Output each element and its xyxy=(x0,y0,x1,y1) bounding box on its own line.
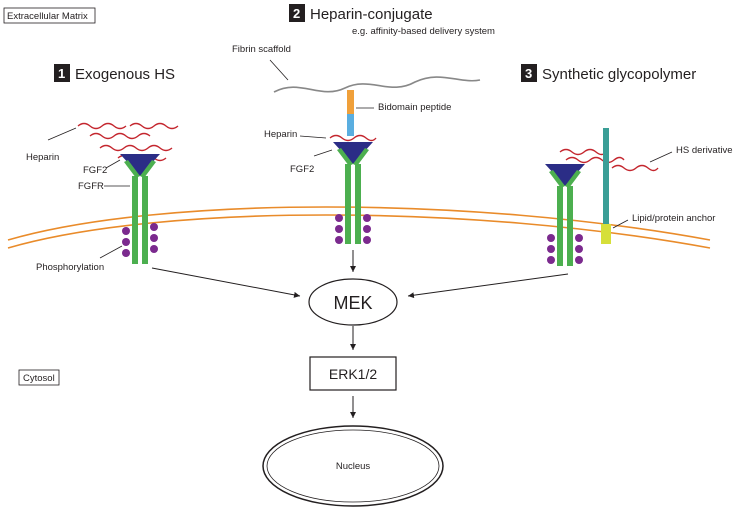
fgf2-ligand-1 xyxy=(120,154,160,176)
phosphorylation-dots-1 xyxy=(122,223,158,257)
phosphorylation-dots-3 xyxy=(547,234,583,264)
hs-derivative-label: HS derivative xyxy=(676,145,733,156)
fibrin-scaffold-label: Fibrin scaffold xyxy=(232,44,291,55)
heparin-chain-2 xyxy=(329,134,377,142)
fgf2-ligand-2 xyxy=(333,142,373,164)
erk-node: ERK1/2 xyxy=(309,356,397,391)
extracellular-matrix-label: Extracellular Matrix xyxy=(3,7,96,24)
fgfr-receptor-2 xyxy=(337,148,369,244)
fgfr-label: FGFR xyxy=(78,181,104,192)
panel-1-labels xyxy=(47,127,130,259)
svg-text:Synthetic glycopolymer: Synthetic glycopolymer xyxy=(542,66,696,83)
svg-text:ERK1/2: ERK1/2 xyxy=(329,366,377,382)
panel-2-heading: 2 Heparin-conjugate e.g. affinity-based … xyxy=(289,4,495,37)
synthetic-glycopolymer xyxy=(603,128,609,224)
svg-text:Cytosol: Cytosol xyxy=(23,373,55,384)
svg-text:MEK: MEK xyxy=(333,293,372,313)
fgf2-label-2: FGF2 xyxy=(290,164,314,175)
svg-text:3: 3 xyxy=(525,66,532,81)
nucleus: Nucleus xyxy=(262,425,444,507)
lipid-protein-anchor xyxy=(601,224,611,244)
svg-text:1: 1 xyxy=(58,66,65,81)
pathway-arrows xyxy=(151,250,569,418)
phosphorylation-dots-2 xyxy=(335,214,371,244)
bidomain-peptide-top xyxy=(347,90,354,114)
bidomain-peptide-bottom xyxy=(347,114,354,136)
fgf2-ligand-3 xyxy=(545,164,585,186)
fgfr-receptor-3 xyxy=(549,170,581,266)
panel-3-heading: 3 Synthetic glycopolymer xyxy=(521,64,696,83)
svg-text:2: 2 xyxy=(293,6,300,21)
phosphorylation-label: Phosphorylation xyxy=(36,262,104,273)
fibrin-scaffold xyxy=(273,76,481,93)
mek-node: MEK xyxy=(308,278,398,326)
svg-text:Extracellular Matrix: Extracellular Matrix xyxy=(7,11,88,22)
svg-text:Heparin-conjugate: Heparin-conjugate xyxy=(310,6,433,23)
fgf2-label-1: FGF2 xyxy=(83,165,107,176)
heparin-label-1: Heparin xyxy=(26,152,59,163)
panel-1-heading: 1 Exogenous HS xyxy=(54,64,175,83)
bidomain-peptide-label: Bidomain peptide xyxy=(378,102,451,113)
fgfr-receptor-1 xyxy=(124,160,156,264)
svg-text:Exogenous HS: Exogenous HS xyxy=(75,66,175,83)
anchor-label: Lipid/protein anchor xyxy=(632,213,715,224)
hs-derivative-chains xyxy=(559,148,659,172)
svg-text:Nucleus: Nucleus xyxy=(336,461,371,472)
svg-text:e.g. affinity-based delivery s: e.g. affinity-based delivery system xyxy=(352,26,495,37)
heparin-label-2: Heparin xyxy=(264,129,297,140)
cytosol-label: Cytosol xyxy=(18,369,60,386)
